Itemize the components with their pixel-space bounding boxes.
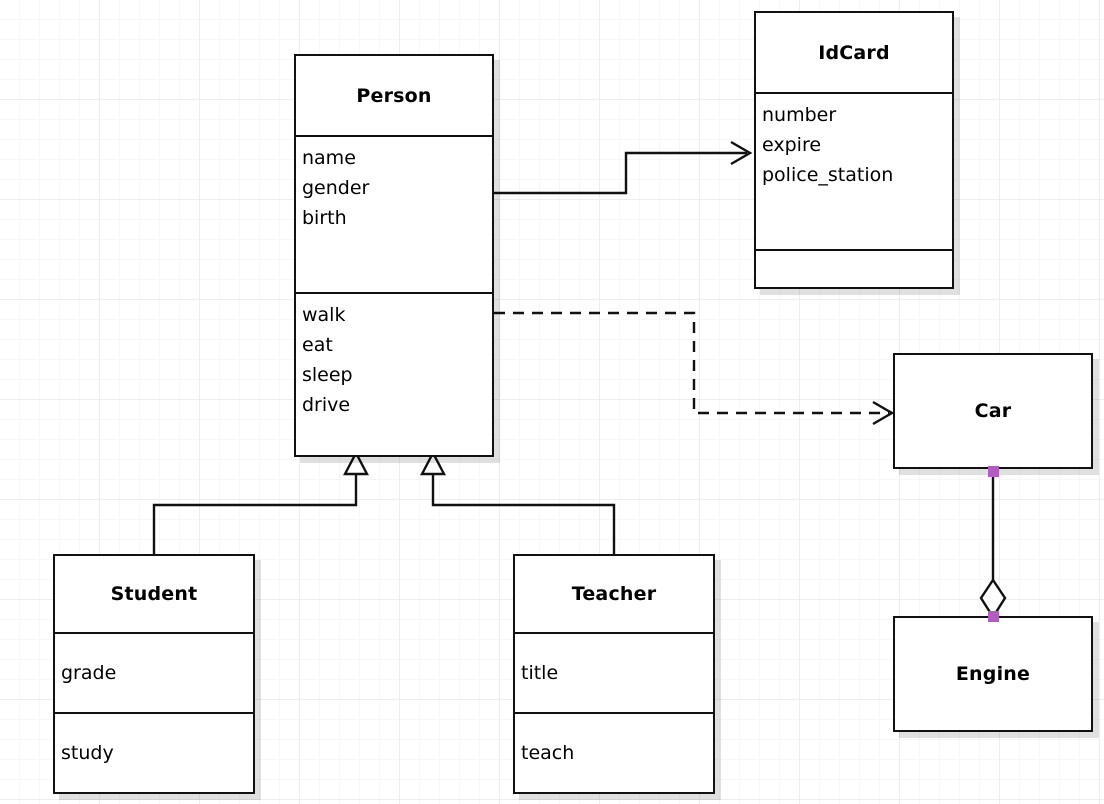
class-name-person: Person bbox=[356, 84, 432, 107]
methods-idcard bbox=[756, 249, 952, 287]
link-person-idcard[interactable] bbox=[494, 140, 753, 195]
attributes-student: grade bbox=[55, 632, 253, 712]
methods-student: study bbox=[55, 712, 253, 792]
method-item: eat bbox=[302, 334, 333, 356]
class-name-idcard: IdCard bbox=[818, 41, 890, 64]
attribute-item: number bbox=[762, 104, 837, 126]
method-item: sleep bbox=[302, 364, 353, 386]
method-item: teach bbox=[521, 742, 575, 764]
attributes-person: name gender birth bbox=[296, 135, 492, 292]
class-box-person[interactable]: Person name gender birth walk eat sleep … bbox=[294, 54, 494, 457]
link-car-engine[interactable] bbox=[979, 469, 1007, 620]
attribute-item: grade bbox=[61, 662, 117, 684]
link-person-car[interactable] bbox=[494, 311, 895, 426]
methods-teacher: teach bbox=[515, 712, 713, 792]
attribute-item: expire bbox=[762, 134, 822, 156]
link-student-person[interactable] bbox=[152, 450, 369, 556]
class-name-car: Car bbox=[974, 400, 1012, 422]
class-box-car[interactable]: Car bbox=[893, 353, 1093, 469]
methods-person: walk eat sleep drive bbox=[296, 292, 492, 455]
attributes-teacher: title bbox=[515, 632, 713, 712]
class-name-student: Student bbox=[110, 583, 198, 605]
method-item: walk bbox=[302, 304, 346, 326]
class-box-engine[interactable]: Engine bbox=[893, 616, 1093, 732]
attribute-item: police_station bbox=[762, 164, 894, 186]
link-handle-car-end[interactable] bbox=[988, 466, 999, 477]
class-name-engine: Engine bbox=[955, 663, 1031, 685]
class-name-teacher: Teacher bbox=[571, 583, 657, 605]
attributes-idcard: number expire police_station bbox=[756, 92, 952, 249]
attribute-item: name bbox=[302, 147, 356, 169]
method-item: study bbox=[61, 742, 114, 764]
class-box-teacher[interactable]: Teacher title teach bbox=[513, 554, 715, 794]
method-item: drive bbox=[302, 394, 351, 416]
attribute-item: title bbox=[521, 662, 559, 684]
link-handle-engine-end[interactable] bbox=[988, 611, 999, 622]
attribute-item: birth bbox=[302, 207, 347, 229]
class-box-idcard[interactable]: IdCard number expire police_station bbox=[754, 11, 954, 289]
attribute-item: gender bbox=[302, 177, 370, 199]
class-box-student[interactable]: Student grade study bbox=[53, 554, 255, 794]
link-teacher-person[interactable] bbox=[420, 450, 616, 556]
